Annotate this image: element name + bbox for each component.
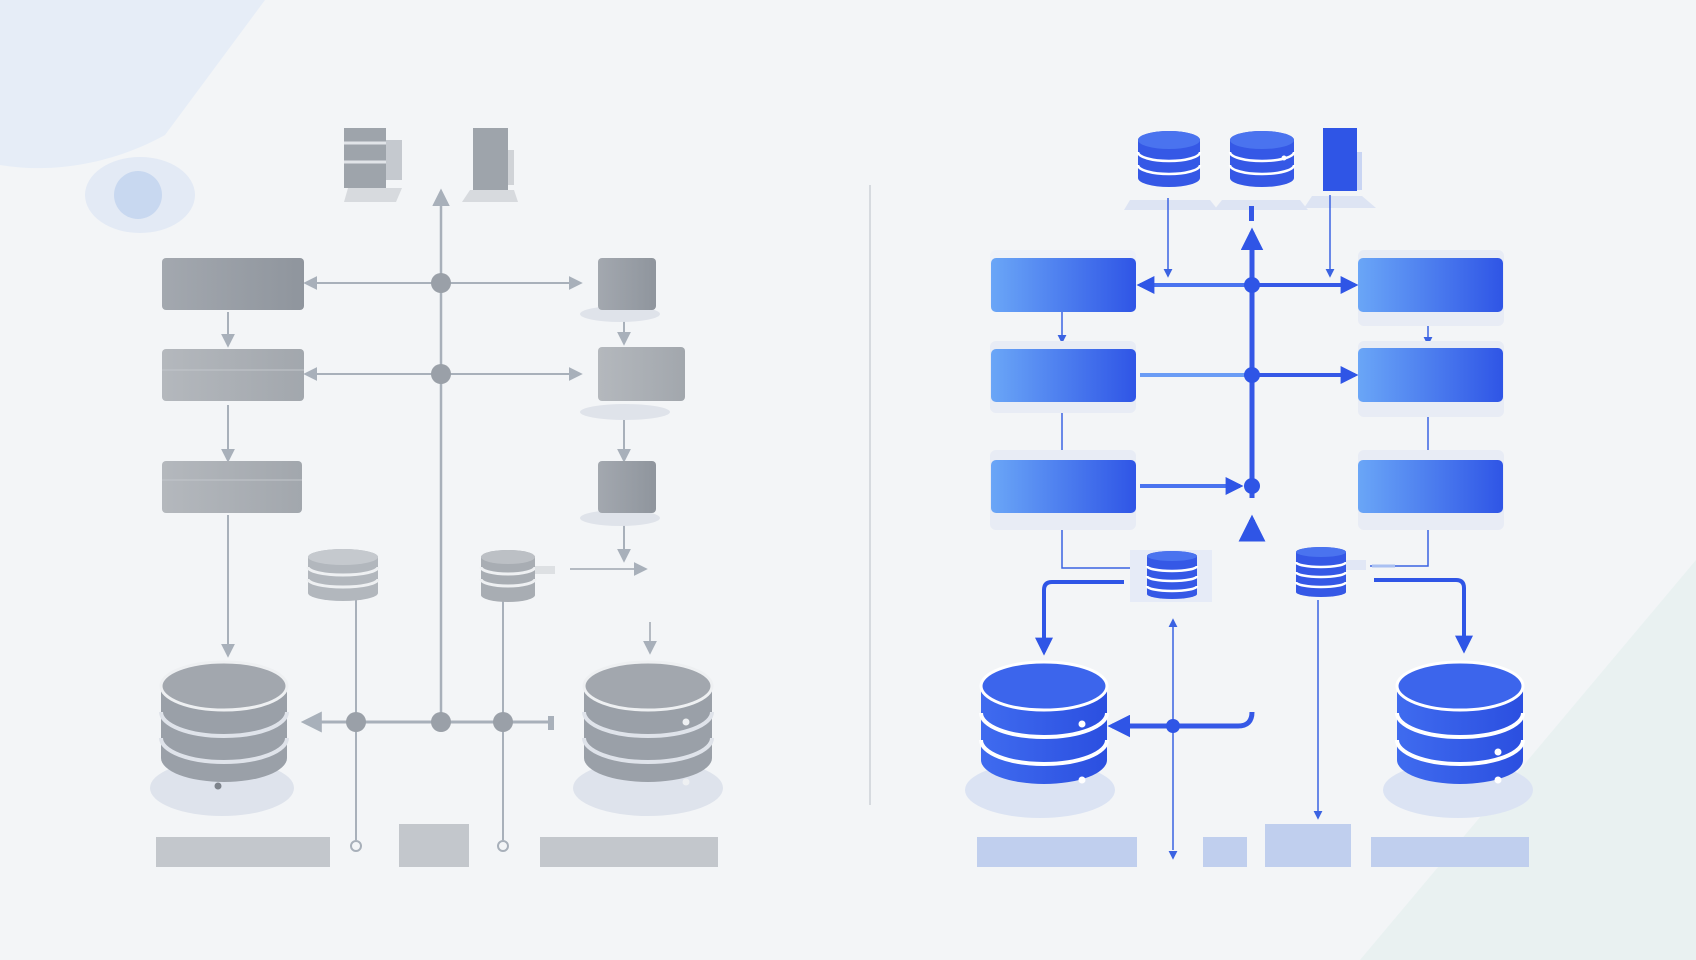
after-connectors [1035, 195, 1473, 860]
database-icon [965, 660, 1115, 818]
after-diagram [965, 128, 1533, 867]
after-service-node [990, 250, 1136, 312]
database-icon [1124, 131, 1218, 210]
before-service-node [162, 258, 304, 310]
database-icon [1383, 660, 1533, 818]
before-diagram [150, 128, 723, 867]
after-service-node [1358, 341, 1504, 417]
after-base-bars [977, 824, 1529, 867]
after-service-node [1358, 450, 1504, 530]
storage-tower-icon [1304, 128, 1376, 208]
before-service-node [580, 258, 660, 322]
after-junctions [1166, 277, 1260, 733]
before-service-node [580, 347, 685, 420]
database-icon [1294, 547, 1366, 597]
before-service-node [162, 349, 304, 401]
before-endpoints [350, 840, 509, 852]
storage-tower-icon [462, 128, 518, 202]
database-icon [1214, 131, 1308, 210]
before-base-bars [156, 824, 718, 867]
after-service-node [1358, 250, 1504, 326]
database-icon [306, 549, 380, 601]
database-icon [150, 660, 294, 816]
server-icon [344, 128, 402, 202]
after-service-node [990, 450, 1136, 530]
database-icon [1130, 550, 1212, 602]
before-service-node [580, 461, 660, 526]
database-icon [479, 550, 555, 602]
after-service-node [990, 341, 1136, 413]
database-icon [573, 660, 723, 816]
before-junctions [346, 273, 513, 732]
before-service-node [162, 461, 302, 513]
